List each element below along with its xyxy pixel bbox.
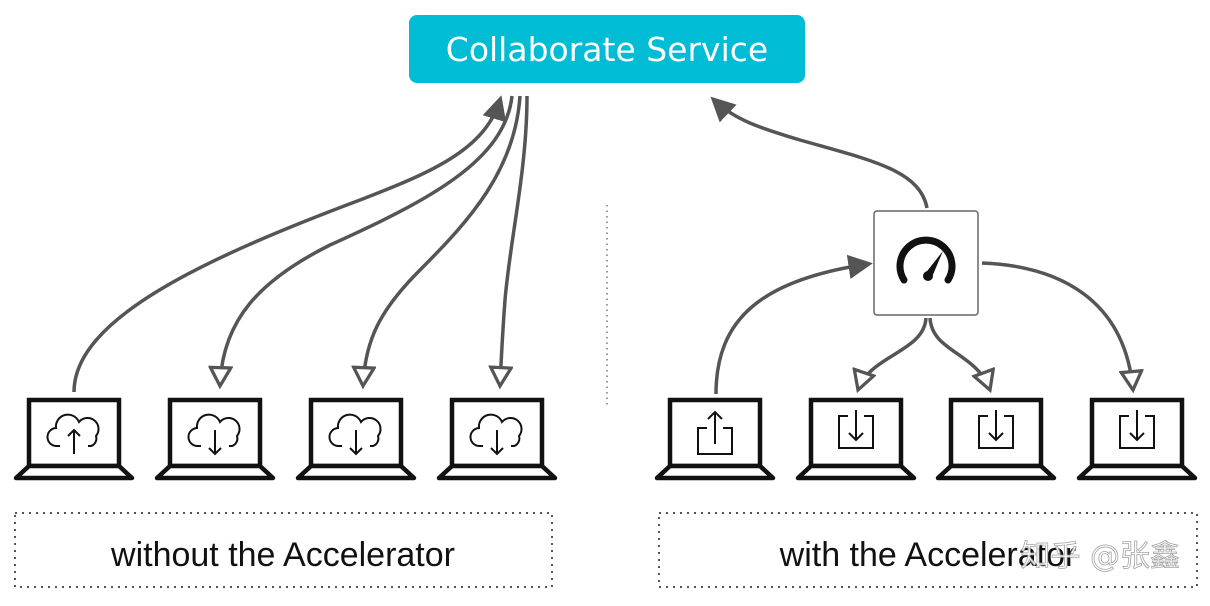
upload-to-accelerator-arrow [714, 254, 873, 395]
download-arrow [363, 95, 522, 386]
collaborate-service-node: Collaborate Service [409, 15, 805, 83]
right-connections [710, 96, 1133, 395]
left-caption-box: without the Accelerator [14, 512, 553, 588]
laptop-downloader [1079, 400, 1195, 478]
accelerator-to-service-arrow [710, 96, 929, 209]
right-caption: with the Accelerator [779, 536, 1077, 574]
accelerator-node [873, 210, 979, 316]
laptop-downloader [798, 400, 914, 478]
left-laptop-group [16, 400, 555, 478]
laptop-uploader [657, 400, 773, 478]
laptop-uploader [16, 400, 132, 478]
left-connections [72, 95, 529, 393]
left-caption: without the Accelerator [110, 536, 455, 574]
watermark: 知乎 @张鑫 [1020, 539, 1180, 574]
right-caption-box: with the Accelerator [658, 512, 1198, 588]
accelerator-download-arrow [928, 317, 990, 390]
accelerator-download-arrow [858, 317, 928, 390]
upload-arrow [72, 95, 507, 393]
laptop-downloader [298, 400, 414, 478]
laptop-downloader [938, 400, 1054, 478]
service-label: Collaborate Service [446, 30, 768, 69]
right-laptop-group [657, 400, 1195, 478]
download-arrow [220, 95, 514, 386]
accelerator-download-arrow [981, 261, 1133, 390]
laptop-downloader [439, 400, 555, 478]
download-arrow [500, 95, 529, 386]
laptop-downloader [157, 400, 273, 478]
speedometer-icon [896, 236, 956, 284]
